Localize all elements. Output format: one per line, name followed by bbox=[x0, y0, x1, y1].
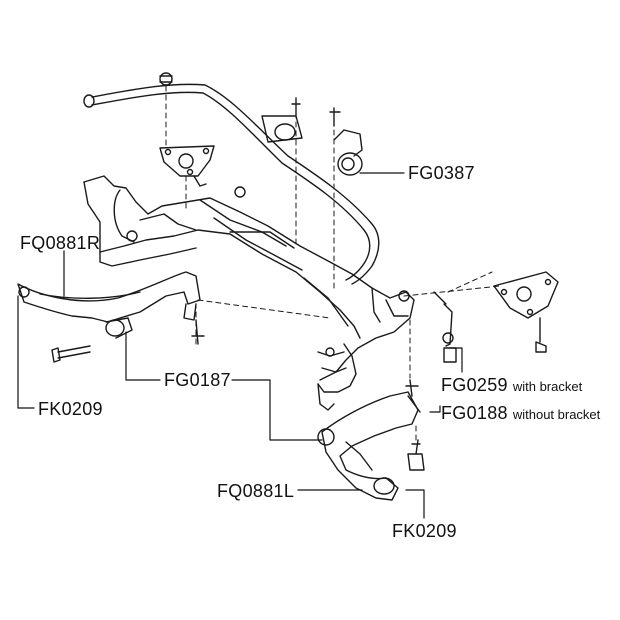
note-without-bracket: without bracket bbox=[512, 407, 601, 422]
part-code-fg0259: FG0259 bbox=[441, 375, 508, 395]
label-fq0881l: FQ0881L bbox=[217, 481, 295, 501]
assembly-lines bbox=[165, 85, 541, 441]
control-arm-left-part bbox=[317, 379, 425, 501]
leader-lines bbox=[17, 172, 463, 519]
label-fg0187: FG0187 bbox=[164, 370, 231, 390]
control-arm-right-part bbox=[17, 271, 205, 345]
strut-mount-right bbox=[493, 271, 559, 353]
label-fg0259: FG0259 with bracket bbox=[441, 376, 582, 394]
stabilizer-link bbox=[433, 291, 457, 363]
label-fq0881r: FQ0881R bbox=[20, 233, 101, 253]
note-with-bracket: with bracket bbox=[512, 379, 583, 394]
bolt-left bbox=[51, 345, 91, 363]
label-fk0209-right: FK0209 bbox=[392, 521, 457, 541]
subframe bbox=[83, 175, 415, 411]
label-fk0209-left: FK0209 bbox=[38, 399, 103, 419]
strut-mount-left bbox=[159, 145, 215, 187]
label-fg0188: FG0188 without bracket bbox=[441, 404, 600, 422]
bushing-fg0387 bbox=[329, 107, 363, 176]
part-code-fg0188: FG0188 bbox=[441, 403, 508, 423]
label-fg0387: FG0387 bbox=[408, 163, 475, 183]
stabilizer-bar bbox=[83, 72, 380, 285]
